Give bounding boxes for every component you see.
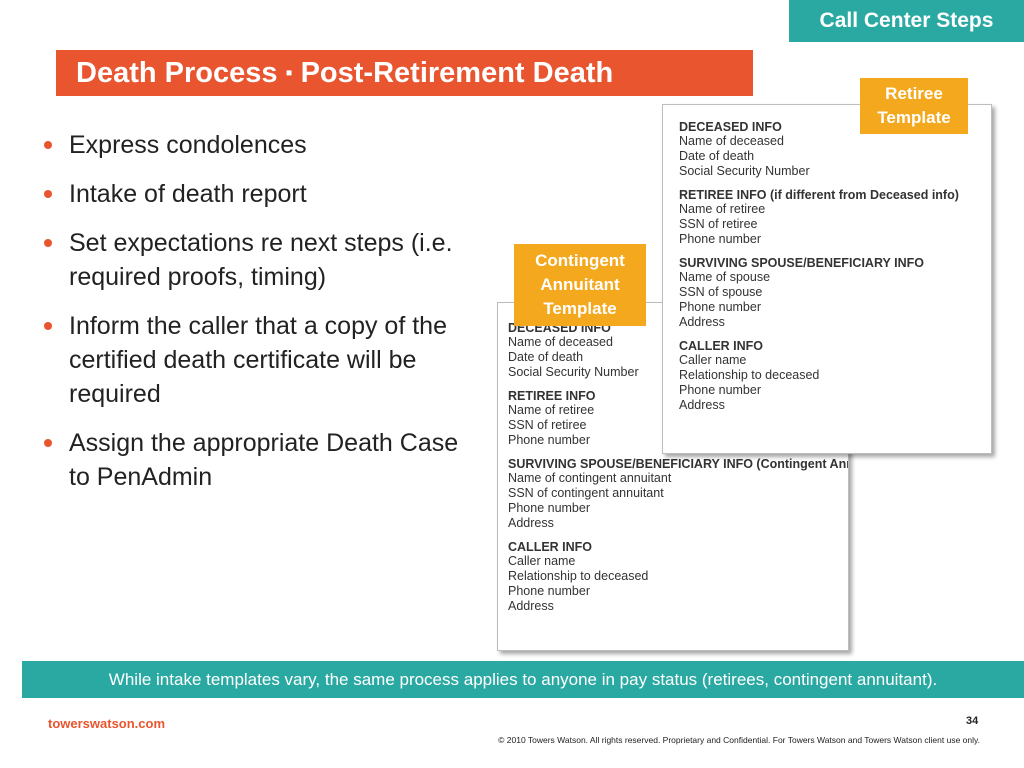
template-field: Phone number [679, 232, 762, 246]
template-field: Name of contingent annuitant [508, 471, 672, 485]
bullet-dot-icon [44, 439, 52, 447]
template-field: SSN of contingent annuitant [508, 486, 664, 500]
retiree-template: DECEASED INFO Name of deceased Date of d… [662, 104, 992, 454]
template-field: Date of death [508, 350, 584, 364]
template-section-heading: SURVIVING SPOUSE/BENEFICIARY INFO [679, 256, 924, 270]
page-title: Death Process ▪ Post-Retirement Death [56, 50, 753, 96]
bullet-dot-icon [44, 141, 52, 149]
template-field: SSN of spouse [679, 285, 763, 299]
template-field: Social Security Number [679, 164, 810, 178]
template-field: Caller name [679, 353, 747, 367]
template-section-heading: DECEASED INFO [679, 120, 782, 134]
contingent-annuitant-template-badge: Contingent Annuitant Template [514, 244, 646, 326]
retiree-template-badge: Retiree Template [860, 78, 968, 134]
template-field: Social Security Number [508, 365, 639, 379]
template-field: Name of spouse [679, 270, 771, 284]
page-number: 34 [966, 715, 979, 727]
template-field: Caller name [508, 554, 576, 568]
template-section-heading: CALLER INFO [508, 540, 593, 554]
template-field: Relationship to deceased [508, 569, 649, 583]
template-field: Phone number [508, 501, 591, 515]
template-field: Phone number [508, 433, 591, 447]
title-separator: ▪ [285, 61, 293, 84]
bullet-dot-icon [44, 239, 52, 247]
info-banner: While intake templates vary, the same pr… [22, 661, 1024, 698]
template-field: Name of retiree [508, 403, 595, 417]
title-part-2: Post-Retirement Death [300, 56, 614, 89]
template-section-heading: CALLER INFO [679, 339, 764, 353]
template-field: Phone number [679, 383, 762, 397]
bullet-item: Set expectations re next steps (i.e. req… [44, 226, 484, 294]
bullet-item: Intake of death report [44, 177, 484, 211]
template-section-heading: RETIREE INFO (if different from Deceased… [679, 188, 959, 202]
bullet-item: Inform the caller that a copy of the cer… [44, 309, 484, 411]
title-part-1: Death Process [76, 56, 278, 89]
bullet-dot-icon [44, 322, 52, 330]
template-field: SSN of retiree [679, 217, 758, 231]
template-field: Address [679, 315, 725, 329]
template-field: SSN of retiree [508, 418, 587, 432]
bullet-text: Assign the appropriate Death Case to Pen… [69, 429, 459, 491]
bullet-text: Inform the caller that a copy of the cer… [69, 312, 447, 408]
template-field: Address [679, 398, 725, 412]
bullet-item: Express condolences [44, 128, 484, 162]
section-tag: Call Center Steps [789, 0, 1024, 42]
template-field: Name of deceased [508, 335, 613, 349]
copyright-notice: © 2010 Towers Watson. All rights reserve… [498, 735, 980, 745]
template-field: Phone number [508, 584, 591, 598]
template-field: Address [508, 599, 554, 613]
template-field: Name of deceased [679, 134, 784, 148]
template-field: Address [508, 516, 554, 530]
template-field: Phone number [679, 300, 762, 314]
template-field: Date of death [679, 149, 755, 163]
template-section-heading: RETIREE INFO [508, 389, 596, 403]
bullet-text: Set expectations re next steps (i.e. req… [69, 229, 453, 291]
bullet-dot-icon [44, 190, 52, 198]
bullet-item: Assign the appropriate Death Case to Pen… [44, 426, 484, 494]
bullet-list: Express condolences Intake of death repo… [44, 128, 484, 509]
template-field: Relationship to deceased [679, 368, 820, 382]
bullet-text: Express condolences [69, 131, 307, 159]
bullet-text: Intake of death report [69, 180, 307, 208]
template-section-heading: SURVIVING SPOUSE/BENEFICIARY INFO (Conti… [508, 457, 848, 471]
template-field: Name of retiree [679, 202, 766, 216]
footer-site-link[interactable]: towerswatson.com [48, 716, 166, 731]
